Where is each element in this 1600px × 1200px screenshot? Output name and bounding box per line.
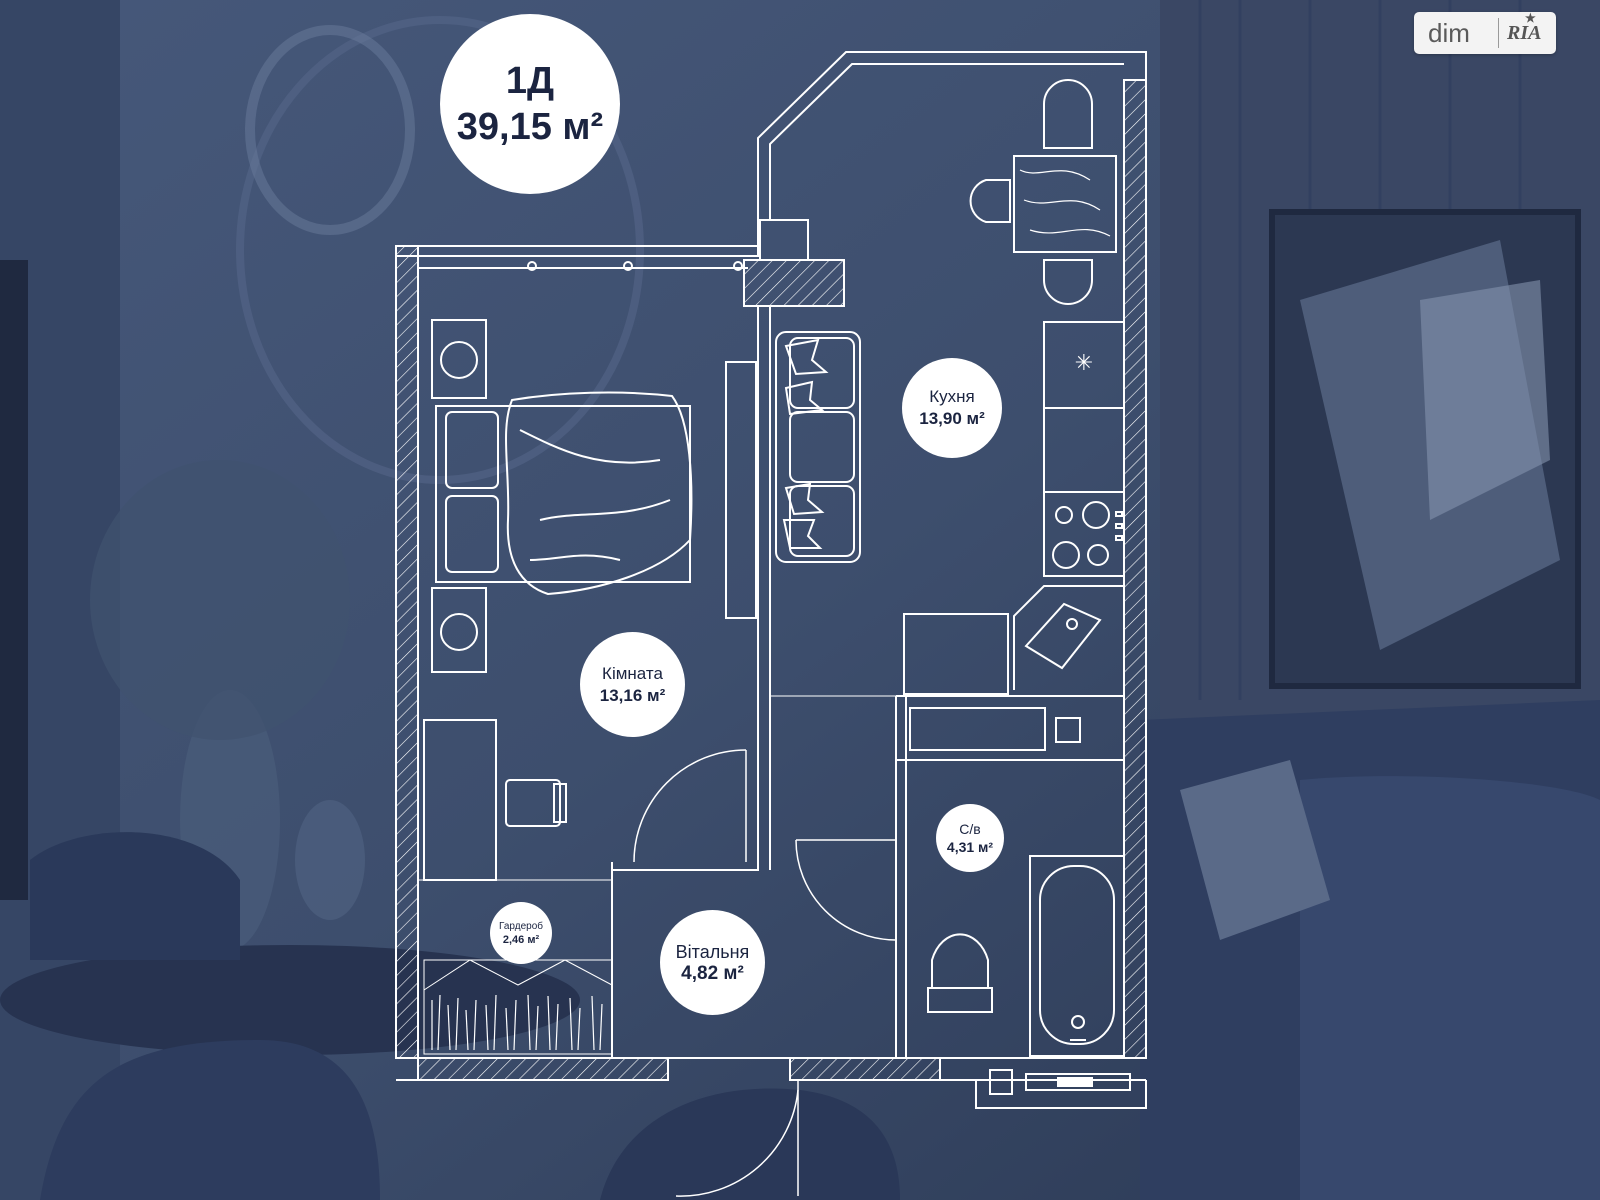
bed [431,319,693,673]
room-label-wardrobe: Гардероб 2,46 м² [490,902,552,964]
room-label-hallway: Вітальня 4,82 м² [660,910,765,1015]
bedroom-wardrobe [725,361,757,619]
room-area: 4,31 м² [946,839,994,855]
room-label-kitchen: Кухня 13,90 м² [902,358,1002,458]
logo-dim-text: dim [1428,17,1470,48]
apartment-badge: 1Д 39,15 м² [440,14,620,194]
room-name: Гардероб [499,920,543,932]
room-name: Вітальня [675,941,750,962]
room-name: Кухня [929,387,975,406]
wardrobe-rack [423,959,613,1055]
room-label-bathroom: С/в 4,31 м² [936,804,1004,872]
logo-ria-label: RIA [1507,21,1542,44]
kitchen-counter: ✳ [903,321,1125,695]
doors [633,749,897,1197]
outer-walls [395,51,1147,1109]
room-area: 13,16 м² [599,685,666,705]
dining-table [969,79,1117,305]
room-name: С/в [959,821,981,837]
desk [423,719,567,881]
room-area: 2,46 м² [502,933,540,946]
bathroom-fixtures [909,707,1131,1095]
room-area: 4,82 м² [681,962,744,984]
room-area: 13,90 м² [919,409,985,428]
logo-divider [1498,18,1499,48]
apartment-type: 1Д [505,60,555,102]
apartment-total-area: 39,15 м² [456,106,604,148]
kitchen-sofa [775,331,861,563]
room-name: Кімната [602,663,663,683]
room-label-bedroom: Кімната 13,16 м² [580,632,685,737]
star-icon: ★ [1525,10,1536,25]
dim-ria-logo[interactable]: dim ★RIA [1414,11,1556,54]
logo-ria-text: ★RIA [1499,11,1542,45]
svg-text:✳: ✳ [1075,351,1093,376]
